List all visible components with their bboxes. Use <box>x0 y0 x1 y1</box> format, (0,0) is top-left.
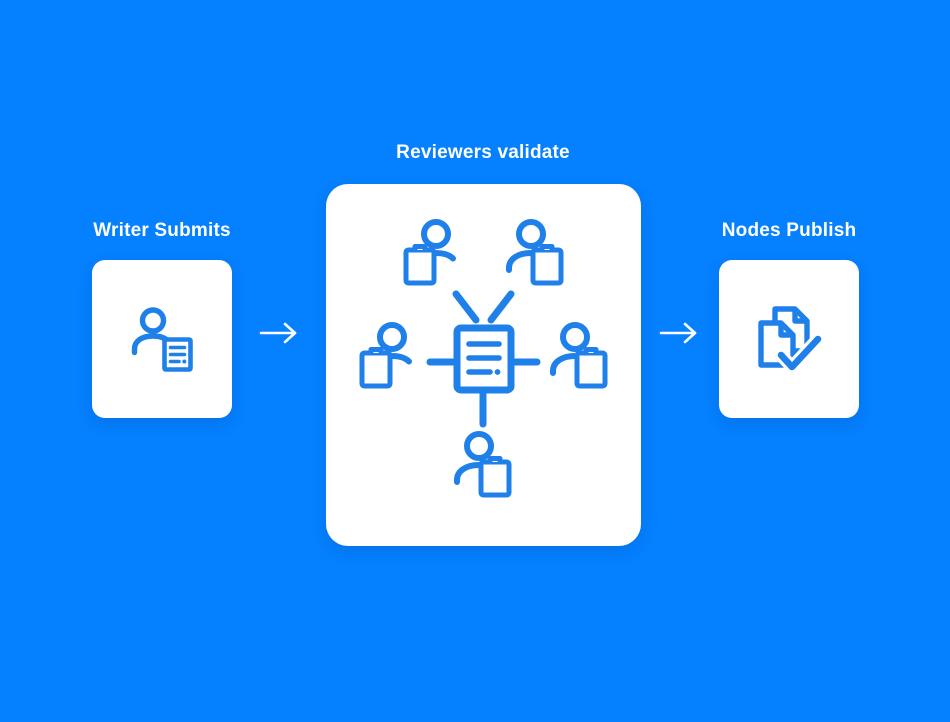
document-lines-icon <box>453 324 514 394</box>
arrow-reviewers-to-nodes <box>656 313 702 353</box>
documents-check-icon <box>758 306 825 374</box>
step-nodes-label: Nodes Publish <box>721 220 857 241</box>
reviewer-right <box>549 322 607 389</box>
arrow-right-icon <box>659 322 697 344</box>
person-with-document-icon <box>131 307 193 372</box>
step-reviewers: Reviewers validate <box>325 142 641 546</box>
document-dot-icon <box>182 359 187 364</box>
reviewer-top-right <box>505 219 563 286</box>
step-reviewers-card[interactable] <box>325 184 641 546</box>
arrow-right-icon <box>259 322 297 344</box>
step-nodes-card[interactable] <box>719 260 859 418</box>
step-writer-card[interactable] <box>92 260 232 418</box>
link-top-left <box>452 290 479 324</box>
checkmark-icon <box>777 335 822 371</box>
reviewer-bottom <box>453 431 511 498</box>
arrow-writer-to-reviewers <box>256 313 302 353</box>
reviewer-left <box>359 322 412 389</box>
step-writer-label: Writer Submits <box>93 220 231 241</box>
step-nodes: Nodes Publish <box>690 220 888 418</box>
link-top-right <box>487 290 514 324</box>
step-reviewers-label: Reviewers validate <box>396 142 570 163</box>
step-writer: Writer Submits <box>63 220 261 418</box>
reviewer-top-left <box>403 219 456 286</box>
reviewer-network-icon <box>359 219 607 498</box>
